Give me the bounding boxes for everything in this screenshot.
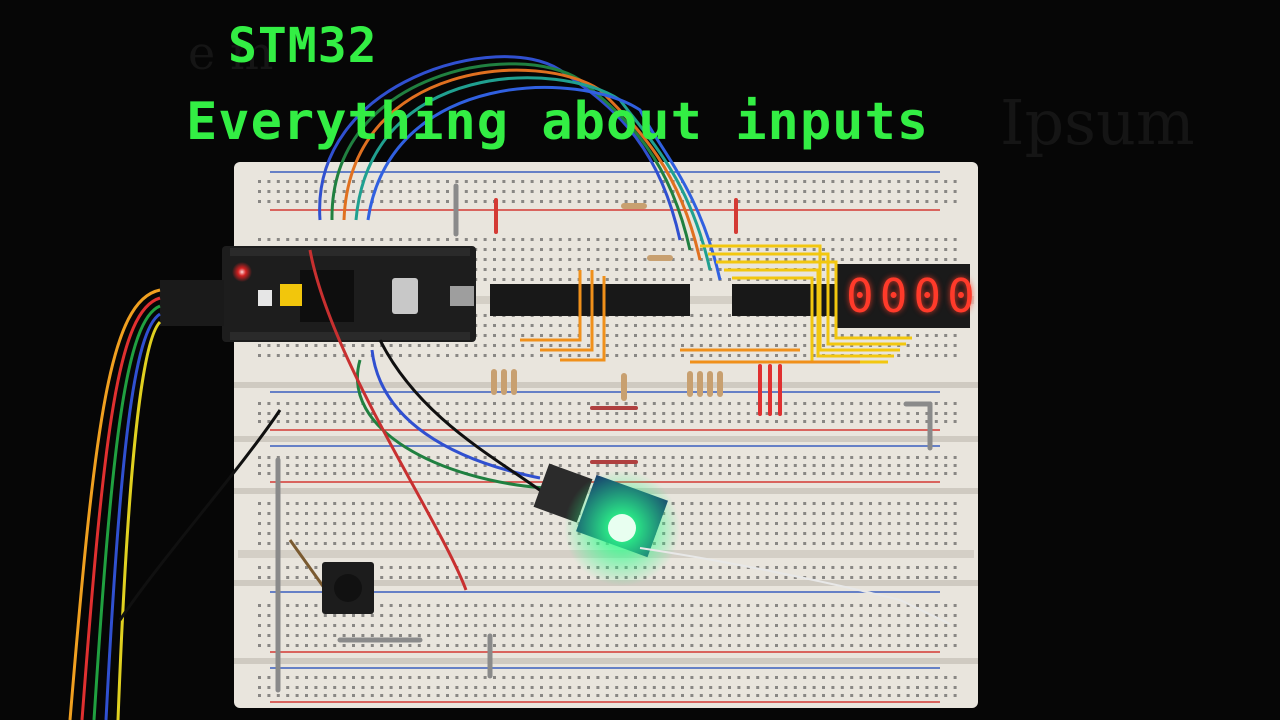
resistors [491, 203, 723, 401]
display-digits: 0000 [846, 269, 981, 323]
breadboard-holes [258, 180, 957, 697]
power-rails [270, 171, 940, 703]
ghost-text-right: Ipsum [1000, 86, 1195, 159]
jumper-header [160, 280, 224, 326]
title-line-2: Everything about inputs [186, 92, 930, 152]
ghost-text-left: e m [188, 26, 274, 80]
stm32-board [222, 246, 476, 342]
orange-jumpers [520, 270, 860, 364]
arching-wires [318, 55, 722, 281]
ic-chips [490, 284, 836, 316]
short-jumpers [494, 198, 782, 464]
push-button [322, 562, 374, 614]
ribbon-wires [68, 288, 162, 720]
rgb-led-module [533, 463, 951, 625]
rail-bars [275, 183, 933, 693]
seven-segment-display [836, 264, 970, 328]
title-line-1: STM32 [228, 18, 378, 74]
signal-wires [118, 249, 549, 621]
